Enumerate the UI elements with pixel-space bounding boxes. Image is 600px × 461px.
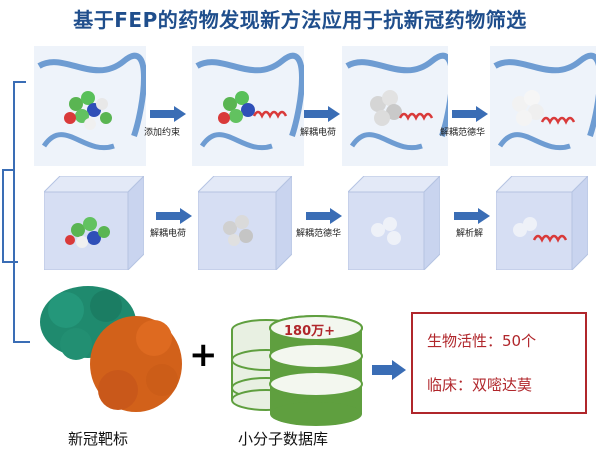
row1-panel-3 xyxy=(342,46,448,166)
target-protein-image xyxy=(40,286,182,412)
row2-arrow-2 xyxy=(306,208,342,224)
row1-step-label-3: 解耦范德华 xyxy=(440,128,486,138)
result-arrow xyxy=(372,360,406,380)
row2-arrow-3 xyxy=(454,208,490,224)
database-icon xyxy=(231,315,363,426)
database-label: 小分子数据库 xyxy=(238,430,329,448)
target-label: 新冠靶标 xyxy=(68,430,129,448)
row2-arrow-1 xyxy=(156,208,192,224)
results-box: 生物活性：50个 临床：双嘧达莫 xyxy=(411,312,587,414)
row2-cube-3 xyxy=(348,176,440,270)
row1-step-label-2: 解耦电荷 xyxy=(300,128,337,138)
row1-arrow-2 xyxy=(304,106,340,122)
result-bioactivity: 生物活性：50个 xyxy=(427,332,537,350)
row1-step-label-1: 添加约束 xyxy=(144,128,181,138)
result-clinical: 临床：双嘧达莫 xyxy=(427,376,533,394)
row1-arrow-3 xyxy=(452,106,488,122)
row1-arrow-1 xyxy=(150,106,186,122)
page-title: 基于FEP的药物发现新方法应用于抗新冠药物筛选 xyxy=(73,8,527,32)
plus-sign: + xyxy=(189,335,218,375)
database-count: 180万+ xyxy=(284,324,336,339)
row1-panel-2 xyxy=(192,46,304,166)
row2-step-label-3: 解析解 xyxy=(456,229,484,239)
row1-panel-4 xyxy=(490,46,596,166)
row1-panel-1 xyxy=(34,46,146,166)
row2-cube-4 xyxy=(496,176,588,270)
row2-step-label-1: 解耦电荷 xyxy=(150,229,187,239)
row2-step-label-2: 解耦范德华 xyxy=(296,229,342,239)
row2-cube-2 xyxy=(198,176,292,270)
row2-cube-1 xyxy=(44,176,144,270)
bracket-connector xyxy=(2,81,30,343)
